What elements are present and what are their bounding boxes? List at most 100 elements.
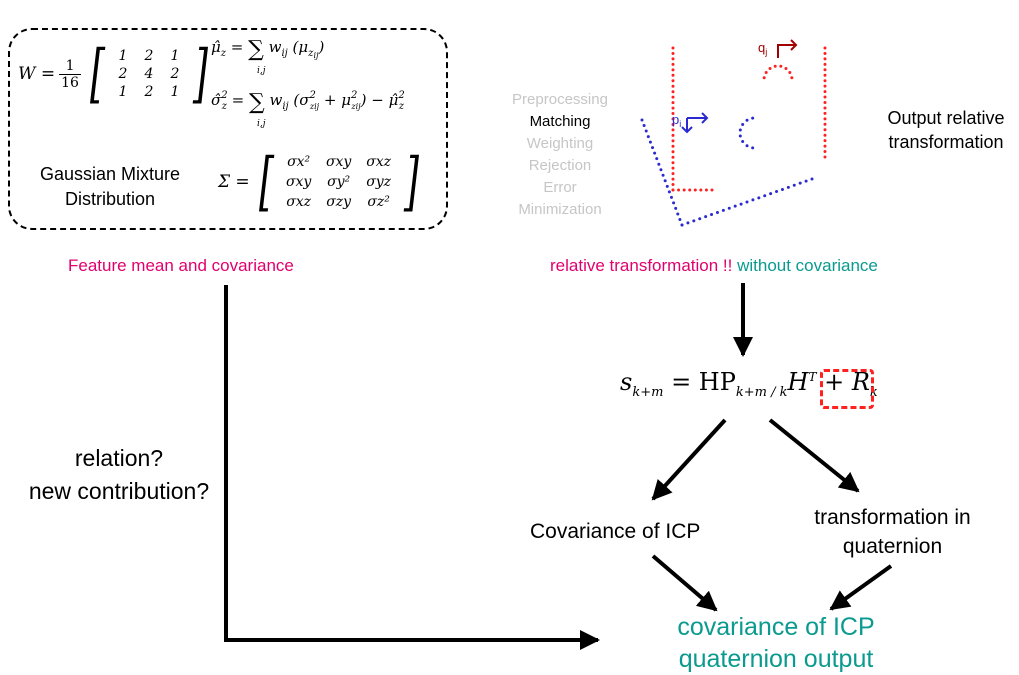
w-matrix-cell: 2	[144, 84, 154, 100]
trans-quat-line1: transformation in	[814, 506, 971, 529]
q-label: qj	[758, 40, 767, 57]
target-point	[823, 117, 827, 121]
target-point	[823, 95, 827, 99]
gmd-label: Gaussian Mixture Distribution	[20, 162, 200, 212]
w-matrix-cell: 1	[118, 84, 128, 100]
target-point	[823, 122, 827, 126]
target-point	[768, 66, 772, 70]
source-point	[751, 198, 755, 202]
target-point	[790, 76, 794, 80]
source-point	[745, 200, 749, 204]
source-point	[640, 118, 644, 122]
relative-transformation-caption: relative transformation !! without covar…	[550, 256, 878, 276]
transformation-quaternion-node: transformation in quaternion	[790, 503, 995, 561]
source-point	[721, 208, 725, 212]
w-matrix-cell: 1	[170, 48, 180, 64]
source-point	[667, 190, 671, 194]
w-matrix-cell: 1	[118, 48, 128, 64]
target-point	[773, 64, 777, 68]
target-point	[784, 66, 788, 70]
covariance-matrix-cell: σxz	[286, 194, 312, 210]
target-point	[671, 122, 675, 126]
output-line1: covariance of ICP	[677, 613, 875, 641]
formula-h: H	[787, 368, 809, 396]
covariance-matrix-cell: σz²	[367, 194, 390, 210]
point-cloud-illustration: pi qj	[640, 39, 827, 227]
w-matrix-cell: 2	[118, 66, 128, 82]
mu-sum-index: i,j	[257, 66, 266, 76]
target-point	[823, 68, 827, 72]
target-point	[671, 133, 675, 137]
mu-equation: μ̂z = ∑ wij (μzij)	[211, 37, 324, 62]
target-point	[671, 172, 675, 176]
source-point	[727, 206, 731, 210]
source-point	[663, 179, 667, 183]
target-point	[671, 144, 675, 148]
covariance-matrix-cell: σx²	[287, 154, 311, 170]
source-point	[648, 140, 652, 144]
source-point	[792, 183, 796, 187]
target-point	[764, 71, 768, 75]
target-point	[671, 46, 675, 50]
target-point	[693, 188, 697, 192]
icp-step-error: Error	[543, 179, 577, 196]
target-point	[823, 155, 827, 159]
w-lhs: W =	[18, 64, 56, 84]
target-point	[823, 144, 827, 148]
source-point	[745, 144, 749, 148]
target-point-cloud	[671, 46, 827, 192]
source-point	[757, 196, 761, 200]
source-point	[680, 223, 684, 227]
covariance-matrix-cell: σzy	[326, 194, 352, 210]
source-point	[698, 217, 702, 221]
w-matrix-cell: 2	[170, 66, 180, 82]
target-point	[671, 90, 675, 94]
target-point	[823, 111, 827, 115]
target-point	[677, 188, 681, 192]
output-relative-line2: transformation	[888, 132, 1004, 152]
formula-s-sub: k+m	[632, 384, 664, 400]
target-point	[671, 57, 675, 61]
trans-quat-line2: quaternion	[842, 535, 943, 558]
w-matrix-cell: 1	[170, 84, 180, 100]
source-point	[710, 213, 714, 217]
icp-step-minimization: Minimization	[518, 201, 602, 218]
formula-p-sub: k+m / k	[735, 384, 788, 400]
target-point	[671, 161, 675, 165]
p-label: pi	[672, 112, 681, 129]
target-point	[671, 128, 675, 132]
output-line2: quaternion output	[678, 645, 874, 673]
target-point	[823, 128, 827, 132]
target-point	[823, 139, 827, 143]
source-point	[665, 184, 669, 188]
w-matrix-cell: 4	[144, 66, 154, 82]
source-point	[763, 194, 767, 198]
source-point	[642, 124, 646, 128]
source-point	[653, 151, 657, 155]
target-point	[762, 76, 766, 80]
source-point	[810, 177, 814, 181]
target-point	[823, 90, 827, 94]
source-point	[780, 187, 784, 191]
source-point	[733, 204, 737, 208]
output-node: covariance of ICP quaternion output	[655, 611, 897, 675]
target-point	[823, 150, 827, 154]
source-point	[704, 215, 708, 219]
source-point	[672, 201, 676, 205]
target-point	[671, 62, 675, 66]
target-point	[682, 188, 686, 192]
target-point	[671, 106, 675, 110]
source-point	[651, 146, 655, 150]
target-point	[779, 64, 783, 68]
target-point	[671, 73, 675, 77]
target-point	[671, 79, 675, 83]
target-point	[671, 183, 675, 187]
target-point	[823, 62, 827, 66]
target-point	[823, 84, 827, 88]
